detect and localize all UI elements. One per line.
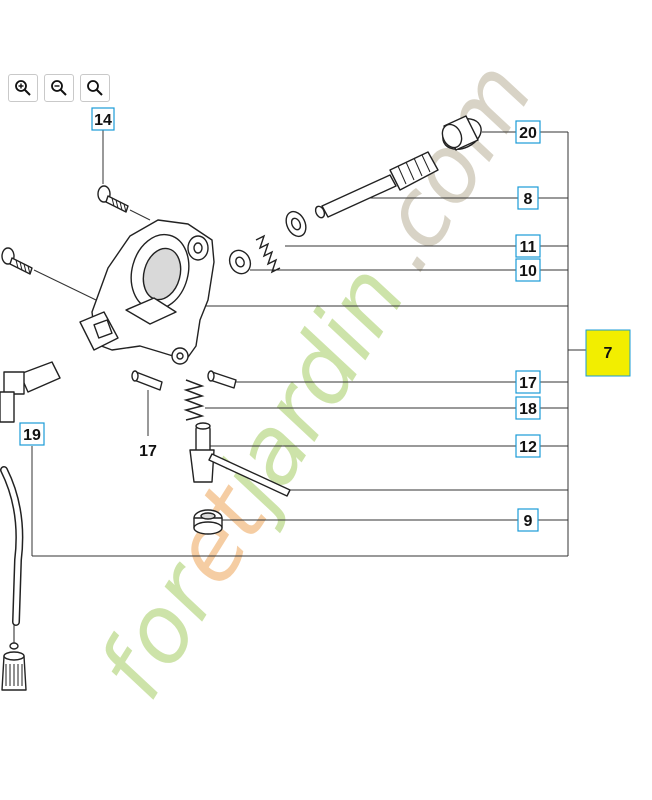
part-shaft-8	[314, 151, 439, 219]
callout-17b-label: 17	[139, 443, 157, 460]
part-plunger-12	[189, 422, 215, 483]
part-screw-14	[97, 185, 151, 221]
callout-18[interactable]: 18	[515, 396, 541, 420]
callout-14[interactable]: 14	[91, 107, 115, 131]
part-spring-10	[255, 234, 281, 274]
callout-17a-label: 17	[519, 375, 537, 392]
zoom-out-icon	[51, 80, 67, 96]
part-screw-left	[1, 247, 97, 301]
part-pin-17a	[207, 370, 237, 389]
callout-8-label: 8	[524, 191, 533, 208]
part-pin-17b	[131, 370, 163, 391]
callout-20-label: 20	[519, 125, 537, 142]
callout-17b[interactable]: 17	[139, 443, 157, 460]
part-bushing-20	[441, 115, 482, 151]
part-pin-long	[208, 453, 291, 497]
zoom-out-button[interactable]	[44, 74, 74, 102]
part-washer-11	[285, 210, 307, 238]
callout-9-label: 9	[524, 513, 533, 530]
callout-19[interactable]: 19	[19, 422, 45, 446]
callout-12[interactable]: 12	[515, 434, 541, 458]
callout-11[interactable]: 11	[515, 234, 541, 258]
part-spring-18	[183, 379, 205, 421]
callout-10-label: 10	[519, 263, 537, 280]
leader-lines	[31, 130, 586, 557]
part-washer-small	[228, 249, 252, 275]
part-grommet-9	[193, 509, 223, 535]
callout-8[interactable]: 8	[517, 186, 539, 210]
search-icon	[87, 80, 103, 96]
part-oil-tube-19	[0, 466, 27, 691]
callout-17a[interactable]: 17	[515, 370, 541, 394]
zoom-toolbar	[8, 74, 110, 102]
callout-10[interactable]: 10	[515, 258, 541, 282]
part-nozzle-left	[0, 361, 61, 423]
callout-19-label: 19	[23, 427, 41, 444]
callout-7-main[interactable]: 7	[585, 329, 631, 377]
zoom-in-button[interactable]	[8, 74, 38, 102]
callout-11-label: 11	[520, 239, 537, 256]
part-housing-7	[79, 219, 215, 365]
callout-7-label: 7	[604, 345, 613, 362]
zoom-in-icon	[15, 80, 31, 96]
callout-18-label: 18	[519, 401, 537, 418]
callout-9[interactable]: 9	[517, 508, 539, 532]
zoom-fit-button[interactable]	[80, 74, 110, 102]
callout-20[interactable]: 20	[515, 120, 541, 144]
callout-12-label: 12	[519, 439, 537, 456]
callout-14-label: 14	[94, 112, 112, 129]
